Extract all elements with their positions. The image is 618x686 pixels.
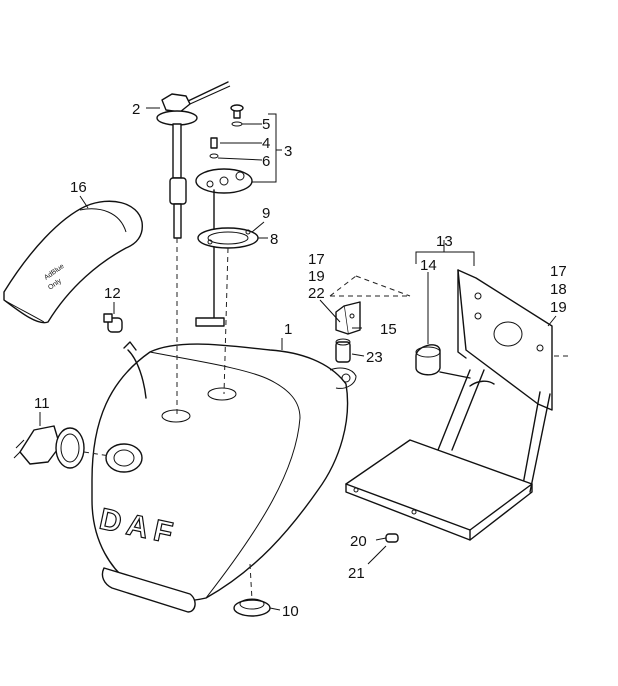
callout-1: 1 <box>284 321 292 338</box>
callout-22: 22 <box>308 285 325 302</box>
callout-8: 8 <box>270 231 278 248</box>
callout-10: 10 <box>282 603 299 620</box>
part-14-pad <box>415 344 441 376</box>
callout-16: 16 <box>70 179 87 196</box>
callout-2: 2 <box>132 101 140 118</box>
callout-18: 18 <box>550 281 567 298</box>
part-11-filler-cap <box>13 425 85 469</box>
callout-9: 9 <box>262 205 270 222</box>
callout-3: 3 <box>284 143 292 160</box>
part-16-cover: AdBlue Only <box>3 200 143 324</box>
callout-4: 4 <box>262 135 270 152</box>
callout-5: 5 <box>262 116 270 133</box>
callout-13: 13 <box>436 233 453 250</box>
part-23-spacer <box>335 338 351 363</box>
part-8-gasket <box>197 227 259 249</box>
callout-6: 6 <box>262 153 270 170</box>
callout-19-left: 19 <box>308 268 325 285</box>
part-2-level-sender <box>156 81 231 239</box>
callout-15: 15 <box>380 321 397 338</box>
part-12-plug <box>103 313 123 333</box>
part-1-tank: DAF <box>91 341 357 613</box>
assembly-guide-lines <box>83 238 570 601</box>
part-15-bracket <box>335 301 361 335</box>
part-13-support-frame <box>345 269 553 541</box>
part-20-bolt <box>385 533 399 543</box>
callout-19-right: 19 <box>550 299 567 316</box>
callout-11: 11 <box>34 395 50 412</box>
part-10-ring <box>233 598 271 617</box>
callout-20: 20 <box>350 533 367 550</box>
callout-17-right: 17 <box>550 263 567 280</box>
callout-23: 23 <box>366 349 383 366</box>
callout-labels: 1 2 3 4 5 6 8 9 10 11 12 13 14 15 16 17 … <box>34 101 567 620</box>
callout-14: 14 <box>420 257 437 274</box>
part-3-flange-assembly <box>195 104 253 327</box>
callout-17-left: 17 <box>308 251 325 268</box>
callout-12: 12 <box>104 285 121 302</box>
leader-lines <box>39 107 557 611</box>
callout-21: 21 <box>348 565 365 582</box>
